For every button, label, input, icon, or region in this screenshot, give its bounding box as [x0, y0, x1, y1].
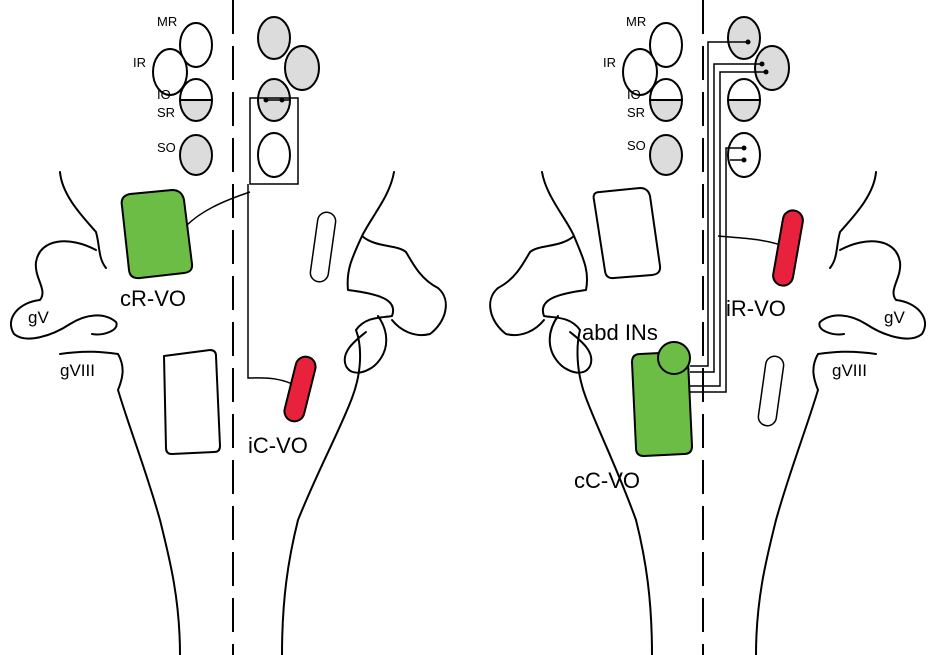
right-terminal-3: [763, 69, 769, 75]
left-sr-label: SR: [157, 105, 175, 120]
left-panel: MR IR IO SR SO cR-VO iC-VO gV gVIII: [10, 0, 447, 655]
left-so-label: SO: [157, 140, 176, 155]
right-ir-label: IR: [603, 55, 616, 70]
right-irvo-nucleus: [772, 209, 804, 287]
left-ir-muscle-icon: [152, 48, 188, 96]
right-terminal-2: [759, 61, 765, 67]
right-ccvo-label: cC-VO: [574, 468, 640, 493]
left-icvo-axon: [247, 184, 301, 389]
right-ipsi-muscle-1-icon: [727, 16, 761, 60]
left-ir-label: IR: [133, 55, 146, 70]
right-abd-ins-icon: [657, 341, 691, 375]
right-io-muscle-icon: [648, 78, 684, 101]
right-brainstem-left-outline: [489, 171, 653, 655]
left-so-muscle-icon: [179, 134, 213, 176]
left-crvo-nucleus: [120, 188, 194, 280]
right-mr-label: MR: [626, 14, 646, 29]
right-ipsi-muscle-2-icon: [754, 45, 790, 91]
left-icvo-nucleus: [283, 355, 317, 423]
right-irvo-label: iR-VO: [726, 296, 786, 321]
left-white-nucleus-1: [309, 211, 337, 283]
left-io-label: IO: [157, 87, 171, 102]
right-abd-axon-3: [688, 71, 766, 387]
left-white-nucleus-2: [163, 349, 221, 455]
right-panel: MR IR IO SR SO abd INs cC-VO iR: [489, 0, 926, 655]
left-gviii-label: gVIII: [60, 361, 95, 380]
right-abd-axon-1: [690, 41, 748, 367]
right-brainstem-right-outline: [755, 171, 926, 655]
left-brainstem-outline: [10, 171, 181, 655]
right-white-nucleus-2: [757, 355, 785, 427]
left-crvo-label: cR-VO: [120, 286, 186, 311]
left-mr-muscle-icon: [179, 22, 213, 68]
right-so-label: SO: [627, 138, 646, 153]
left-io-muscle-icon: [178, 78, 214, 101]
left-ipsi-muscle-1-icon: [257, 16, 291, 60]
left-ipsi-muscle-2-icon: [284, 45, 320, 91]
left-ipsi-muscle-4-icon: [257, 132, 291, 178]
right-abd-axon-4: [690, 147, 744, 393]
right-ipsi-muscle-3-icon: [726, 78, 762, 101]
right-sr-muscle-icon: [648, 99, 684, 122]
right-terminal-4: [741, 145, 747, 151]
right-io-label: IO: [627, 87, 641, 102]
right-abd-axon-2: [690, 63, 762, 373]
right-mr-muscle-icon: [649, 22, 683, 68]
right-irvo-axon: [717, 235, 785, 247]
right-ipsi-muscle-4-icon: [727, 132, 761, 178]
right-terminal-1: [745, 39, 751, 45]
right-gviii-label: gVIII: [832, 361, 867, 380]
left-inner-lobe: [343, 315, 388, 374]
left-brainstem-right-outline: [281, 171, 447, 655]
left-gv-label: gV: [28, 308, 49, 327]
right-gv-label: gV: [884, 308, 905, 327]
left-sr-muscle-icon: [178, 99, 214, 122]
left-mr-label: MR: [157, 14, 177, 29]
right-sr-label: SR: [627, 105, 645, 120]
right-ccvo-nucleus: [630, 350, 694, 458]
right-ipsi-muscle-3b-icon: [726, 99, 762, 122]
left-motor-nucleus-box: [249, 97, 299, 185]
left-crvo-axon: [185, 191, 251, 227]
right-inner-lobe: [548, 315, 593, 374]
right-ir-muscle-icon: [622, 48, 658, 96]
right-so-muscle-icon: [649, 134, 683, 176]
right-abd-ins-label: abd INs: [582, 320, 658, 345]
right-terminal-5: [741, 157, 747, 163]
left-icvo-label: iC-VO: [248, 433, 308, 458]
right-white-nucleus-1: [592, 187, 662, 280]
